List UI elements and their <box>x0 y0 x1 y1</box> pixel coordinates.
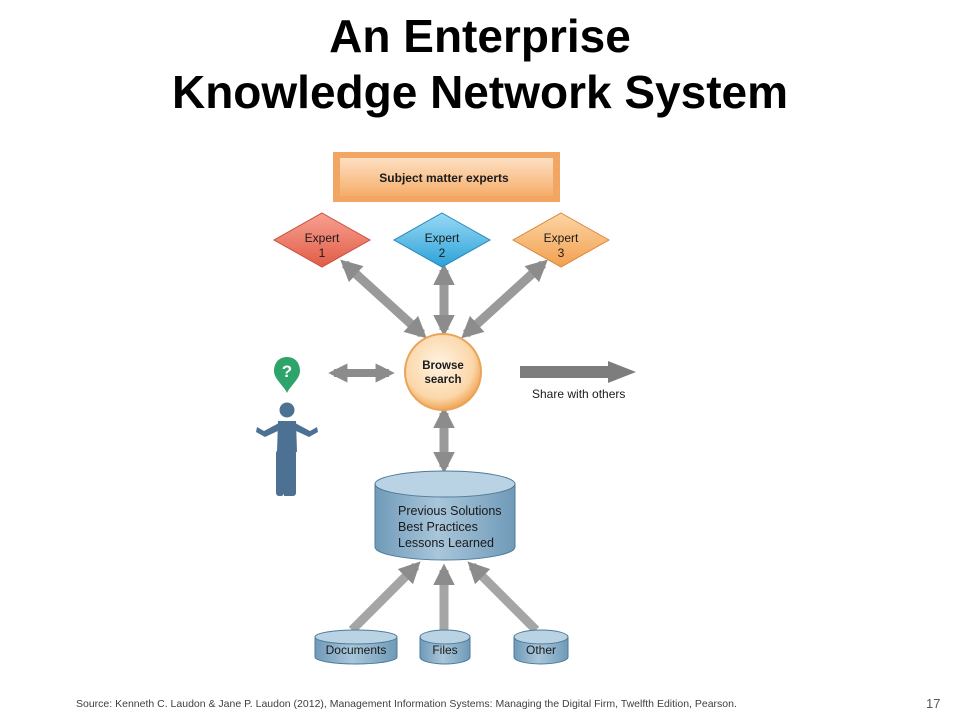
subject-matter-experts-box: Subject matter experts <box>333 152 560 202</box>
expert-2-diamond: Expert 2 <box>392 212 492 268</box>
documents-cylinder: Documents <box>314 629 398 665</box>
documents-label: Documents <box>326 643 387 657</box>
slide-title: An Enterprise Knowledge Network System <box>0 8 960 120</box>
arrow-expert-3-hub <box>461 259 548 339</box>
question-mark: ? <box>282 362 292 381</box>
hub-label-line-1: Browse <box>422 360 464 372</box>
subject-matter-experts-label: Subject matter experts <box>379 171 509 185</box>
files-cylinder: Files <box>419 629 471 665</box>
repository-line-3: Lessons Learned <box>398 536 494 550</box>
browse-search-hub: Browse search <box>404 333 482 411</box>
files-label: Files <box>432 643 457 657</box>
expert-3-diamond: Expert 3 <box>511 212 611 268</box>
knowledge-repository-cylinder: Previous Solutions Best Practices Lesson… <box>374 470 516 561</box>
arrow-expert-1-hub <box>340 259 427 339</box>
source-citation: Source: Kenneth C. Laudon & Jane P. Laud… <box>76 698 737 710</box>
arrow-documents-repository <box>348 561 421 634</box>
other-cylinder: Other <box>513 629 569 665</box>
expert-3-label-line-1: Expert <box>544 231 579 245</box>
slide-number: 17 <box>926 696 941 711</box>
expert-1-diamond: Expert 1 <box>272 212 372 268</box>
expert-3-label-line-2: 3 <box>558 246 565 260</box>
person-icon: ? <box>256 357 318 496</box>
expert-1-label-line-1: Expert <box>305 231 340 245</box>
slide-title-line-1: An Enterprise <box>329 10 631 62</box>
hub-label-line-2: search <box>424 374 461 386</box>
expert-2-label-line-1: Expert <box>425 231 460 245</box>
expert-1-label-line-2: 1 <box>319 246 326 260</box>
share-with-others-label: Share with others <box>532 387 625 401</box>
slide-title-line-2: Knowledge Network System <box>171 66 789 118</box>
expert-2-label-line-2: 2 <box>439 246 446 260</box>
repository-line-2: Best Practices <box>398 520 478 534</box>
arrow-share <box>520 361 636 383</box>
question-bubble-icon <box>274 357 300 393</box>
repository-line-1: Previous Solutions <box>398 504 502 518</box>
arrow-other-repository <box>467 561 540 634</box>
other-label: Other <box>526 643 556 657</box>
